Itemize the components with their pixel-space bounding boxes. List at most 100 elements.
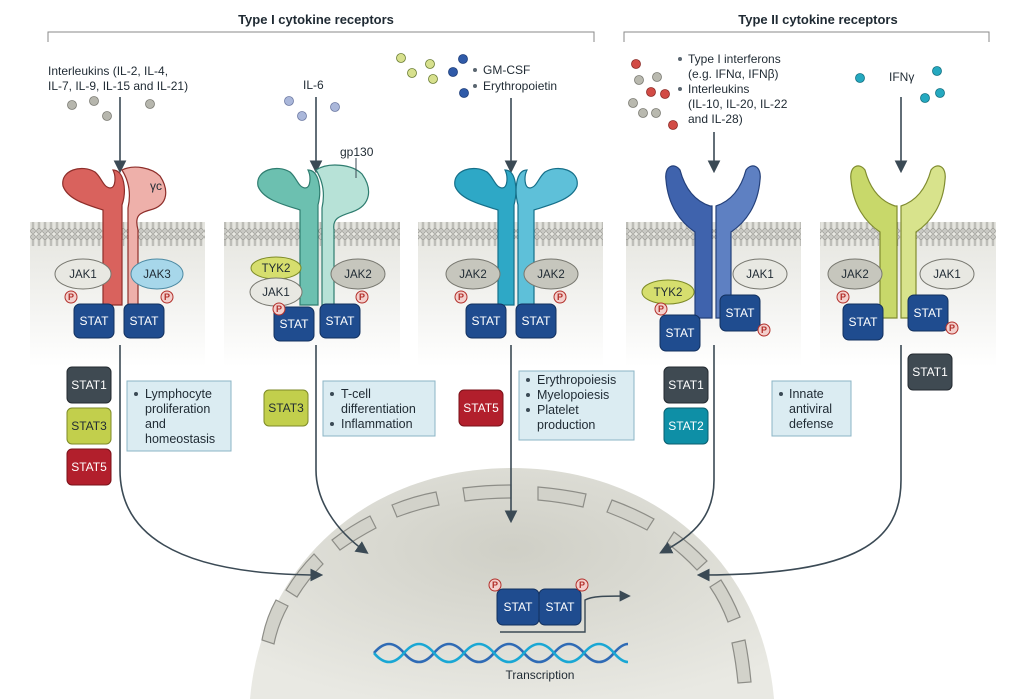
receptor-stats: STAT STAT STAT STAT STAT STAT STAT STAT … [73, 294, 949, 352]
svg-text:STAT: STAT [726, 306, 756, 320]
p-r5-b: P [945, 321, 959, 335]
p-r3-b: P [553, 290, 567, 304]
stat-r4-left: STAT [659, 314, 701, 352]
ifng-label: IFNγ [889, 70, 914, 84]
svg-text:JAK2: JAK2 [344, 269, 372, 281]
svg-text:STAT: STAT [280, 317, 310, 331]
stat1-pill-col1: STAT1 [66, 366, 112, 404]
svg-text:STAT: STAT [326, 314, 356, 328]
nuclear-stat-dimer: STAT STAT P P [488, 578, 631, 633]
stat-r5-left: STAT [842, 303, 884, 341]
function-box-2: T-cell differentiation Inflammation [322, 380, 436, 437]
svg-text:STAT: STAT [472, 314, 502, 328]
svg-text:P: P [761, 325, 767, 335]
svg-text:STAT: STAT [80, 314, 110, 328]
p-r5-a: P [836, 290, 850, 304]
receptor-gp130: gp130 [257, 145, 374, 306]
transcription-label: Transcription [506, 668, 575, 682]
svg-text:STAT: STAT [522, 314, 552, 328]
svg-text:STAT1: STAT1 [912, 365, 948, 379]
stat5-pill-col3: STAT5 [458, 389, 504, 427]
svg-text:proliferation: proliferation [145, 402, 210, 416]
nuclear-p-left: P [492, 580, 498, 590]
svg-text:P: P [68, 292, 74, 302]
stat-r3-right: STAT [515, 303, 557, 339]
svg-text:STAT5: STAT5 [71, 460, 107, 474]
svg-text:JAK1: JAK1 [262, 287, 290, 299]
jak1-r4: JAK1 [732, 258, 788, 290]
svg-text:Myelopoiesis: Myelopoiesis [537, 388, 609, 402]
interleukins-label-line1: Interleukins (IL-2, IL-4, [48, 64, 168, 78]
jak2-r3-right: JAK2 [523, 258, 579, 290]
svg-text:P: P [840, 292, 846, 302]
jak2-r5: JAK2 [827, 258, 883, 290]
stat-r4-right: STAT [719, 294, 761, 332]
stat2-pill-col4: STAT2 [663, 407, 709, 445]
stat5-pill-col1: STAT5 [66, 448, 112, 486]
svg-text:JAK1: JAK1 [746, 269, 774, 281]
jak2-r2: JAK2 [330, 258, 386, 290]
svg-text:JAK3: JAK3 [143, 269, 171, 281]
ligand-arrows [113, 97, 908, 174]
svg-text:JAK2: JAK2 [841, 269, 869, 281]
phospho-groups: P P P P P P P P P P [64, 290, 959, 337]
svg-text:STAT1: STAT1 [71, 378, 107, 392]
svg-text:STAT5: STAT5 [463, 401, 499, 415]
stat-r2-left: STAT [273, 306, 315, 342]
kinases: JAK1 JAK3 TYK2 JAK1 JAK2 JAK2 JAK2 TYK2 [54, 256, 975, 307]
jak1-r5: JAK1 [919, 258, 975, 290]
svg-text:JAK2: JAK2 [537, 269, 565, 281]
svg-text:production: production [537, 418, 595, 432]
jak2-r3-left: JAK2 [445, 258, 501, 290]
svg-text:differentiation: differentiation [341, 402, 416, 416]
stat-r1-right: STAT [123, 303, 165, 339]
p-r4-a: P [654, 302, 668, 316]
svg-text:Platelet: Platelet [537, 403, 579, 417]
svg-text:P: P [359, 292, 365, 302]
svg-text:JAK2: JAK2 [459, 269, 487, 281]
type2-header-label: Type II cytokine receptors [738, 12, 897, 27]
nuclear-p-right: P [579, 580, 585, 590]
svg-text:STAT1: STAT1 [668, 378, 704, 392]
type2-interleukins-line2: (IL-10, IL-20, IL-22 [688, 97, 788, 111]
svg-text:antiviral: antiviral [789, 402, 832, 416]
receptor-ifng [850, 165, 946, 319]
type1-ifn-label: Type I interferons [688, 52, 781, 66]
jak1-r2: JAK1 [249, 277, 303, 307]
svg-text:P: P [949, 323, 955, 333]
svg-text:P: P [458, 292, 464, 302]
svg-text:P: P [557, 292, 563, 302]
svg-text:Lymphocyte: Lymphocyte [145, 387, 212, 401]
svg-text:and: and [145, 417, 166, 431]
svg-text:JAK1: JAK1 [69, 269, 97, 281]
p-r1-a: P [64, 290, 78, 304]
svg-text:TYK2: TYK2 [262, 263, 291, 275]
p-r1-b: P [160, 290, 174, 304]
p-r2-a: P [272, 302, 286, 316]
dna-helix [373, 642, 629, 664]
p-r3-a: P [454, 290, 468, 304]
ligand-dots [67, 53, 945, 130]
svg-text:STAT: STAT [130, 314, 160, 328]
gp130-label: gp130 [340, 145, 374, 159]
nuclear-stat-left: STAT [504, 600, 534, 614]
type2-interleukins-line3: and IL-28) [688, 112, 743, 126]
svg-text:STAT2: STAT2 [668, 419, 704, 433]
nuclear-stat-right: STAT [546, 600, 576, 614]
svg-text:P: P [276, 304, 282, 314]
gmcsf-label: GM-CSF [483, 63, 530, 77]
stat-types: STAT1 STAT3 STAT5 STAT3 STAT5 STAT1 STAT… [66, 353, 953, 486]
svg-text:P: P [164, 292, 170, 302]
jak3-r1: JAK3 [130, 258, 184, 290]
erythropoietin-label: Erythropoietin [483, 79, 557, 93]
function-box-3: Erythropoiesis Myelopoiesis Platelet pro… [518, 370, 635, 441]
svg-text:T-cell: T-cell [341, 387, 371, 401]
function-box-1: Lymphocyte proliferation and homeostasis [126, 380, 232, 452]
stat-r3-left: STAT [465, 303, 507, 339]
svg-text:defense: defense [789, 417, 834, 431]
stat-r1-left: STAT [73, 303, 115, 339]
type2-interleukins-label: Interleukins [688, 82, 749, 96]
p-r4-b: P [757, 323, 771, 337]
svg-text:STAT: STAT [849, 315, 879, 329]
